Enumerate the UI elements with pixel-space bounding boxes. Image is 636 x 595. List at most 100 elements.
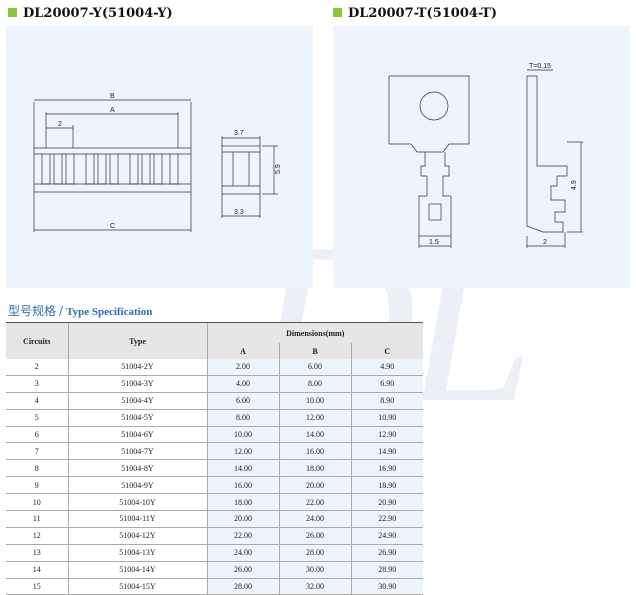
- cell-dim-b: 6.00: [278, 359, 351, 376]
- terminal-drawing-panel: T=0.15 4.9 1.5 2: [333, 26, 630, 288]
- cell-type: 51004-8Y: [67, 459, 207, 478]
- cell-circuits: 5: [6, 409, 68, 427]
- header-dim-b: B: [278, 343, 351, 359]
- cell-dim-c: 18.90: [350, 476, 424, 495]
- cell-dim-b: 12.00: [278, 409, 351, 427]
- left-drawing-title: DL20007-Y(51004-Y): [8, 6, 173, 21]
- housing-drawing-panel: B A 2 C 3.7 5.9 3.3: [6, 26, 313, 288]
- right-title-text: DL20007-T(51004-T): [348, 6, 498, 21]
- cell-dim-a: 22.00: [206, 527, 279, 545]
- housing-drawing: B A 2 C 3.7 5.9 3.3: [33, 93, 282, 232]
- cell-dim-a: 24.00: [206, 544, 279, 562]
- dim-2-label: 2: [543, 239, 547, 246]
- cell-dim-c: 4.90: [350, 359, 424, 376]
- cell-dim-a: 8.00: [206, 409, 279, 427]
- cell-dim-b: 28.00: [278, 544, 351, 562]
- cell-dim-a: 4.00: [206, 375, 279, 393]
- dim-3-3-label: 3.3: [234, 209, 244, 216]
- cell-circuits: 3: [6, 375, 68, 393]
- cell-circuits: 9: [6, 476, 68, 495]
- cell-dim-b: 22.00: [278, 493, 351, 512]
- cell-dim-b: 20.00: [278, 476, 351, 495]
- cell-dim-b: 18.00: [278, 459, 351, 478]
- cell-circuits: 13: [6, 544, 68, 562]
- right-drawing-title: DL20007-T(51004-T): [333, 6, 497, 21]
- dim-4-9-label: 4.9: [571, 180, 578, 190]
- cell-dim-c: 30.90: [350, 578, 424, 595]
- dim-a-label: A: [110, 107, 115, 114]
- cell-dim-a: 10.00: [206, 426, 279, 444]
- header-type: Type: [67, 322, 207, 359]
- cell-dim-c: 16.90: [350, 459, 424, 478]
- header-dim-a: A: [206, 343, 279, 359]
- cell-circuits: 11: [6, 510, 68, 528]
- green-square-icon: [8, 8, 17, 17]
- cell-dim-b: 32.00: [278, 578, 351, 595]
- cell-dim-c: 12.90: [350, 426, 424, 444]
- cell-type: 51004-6Y: [67, 426, 207, 444]
- cell-circuits: 15: [6, 578, 68, 595]
- dim-5-9-label: 5.9: [275, 164, 282, 174]
- cell-dim-a: 14.00: [206, 459, 279, 478]
- cell-type: 51004-13Y: [67, 544, 207, 562]
- cell-dim-c: 24.90: [350, 527, 424, 545]
- header-dim-c: C: [350, 343, 424, 359]
- cell-circuits: 14: [6, 561, 68, 579]
- cell-dim-c: 26.90: [350, 544, 424, 562]
- cell-type: 51004-4Y: [67, 392, 207, 410]
- cell-type: 51004-9Y: [67, 476, 207, 495]
- left-title-text: DL20007-Y(51004-Y): [23, 6, 173, 21]
- header-circuits: Circuits: [6, 322, 68, 359]
- spec-title-separator: /: [59, 304, 64, 318]
- cell-type: 51004-10Y: [67, 493, 207, 512]
- spec-title-en: Type Specification: [66, 306, 153, 318]
- cell-dim-a: 18.00: [206, 493, 279, 512]
- cell-dim-b: 8.00: [278, 375, 351, 393]
- cell-circuits: 12: [6, 527, 68, 545]
- cell-dim-a: 6.00: [206, 392, 279, 410]
- cell-dim-b: 16.00: [278, 442, 351, 461]
- cell-type: 51004-7Y: [67, 442, 207, 461]
- cell-dim-c: 28.90: [350, 561, 424, 579]
- cell-circuits: 6: [6, 426, 68, 444]
- cell-type: 51004-15Y: [67, 578, 207, 595]
- cell-dim-b: 24.00: [278, 510, 351, 528]
- cell-type: 51004-11Y: [67, 510, 207, 528]
- cell-type: 51004-2Y: [67, 359, 207, 376]
- cell-circuits: 7: [6, 442, 68, 461]
- cell-type: 51004-14Y: [67, 561, 207, 579]
- spec-section-title: 型号规格/Type Specification: [8, 302, 152, 319]
- dim-1-5-label: 1.5: [429, 239, 439, 246]
- cell-dim-a: 20.00: [206, 510, 279, 528]
- cell-dim-b: 14.00: [278, 426, 351, 444]
- cell-dim-b: 30.00: [278, 561, 351, 579]
- cell-dim-a: 12.00: [206, 442, 279, 461]
- cell-dim-a: 16.00: [206, 476, 279, 495]
- cell-type: 51004-3Y: [67, 375, 207, 393]
- dim-pitch-label: 2: [58, 121, 62, 128]
- cell-dim-a: 28.00: [206, 578, 279, 595]
- header-dimensions: Dimensions(mm): [206, 322, 424, 343]
- dim-b-label: B: [110, 93, 115, 100]
- cell-dim-c: 20.90: [350, 493, 424, 512]
- cell-type: 51004-5Y: [67, 409, 207, 427]
- cell-dim-c: 6.90: [350, 375, 424, 393]
- cell-dim-b: 26.00: [278, 527, 351, 545]
- cell-dim-c: 14.90: [350, 442, 424, 461]
- cell-circuits: 10: [6, 493, 68, 512]
- cell-dim-c: 8.90: [350, 392, 424, 410]
